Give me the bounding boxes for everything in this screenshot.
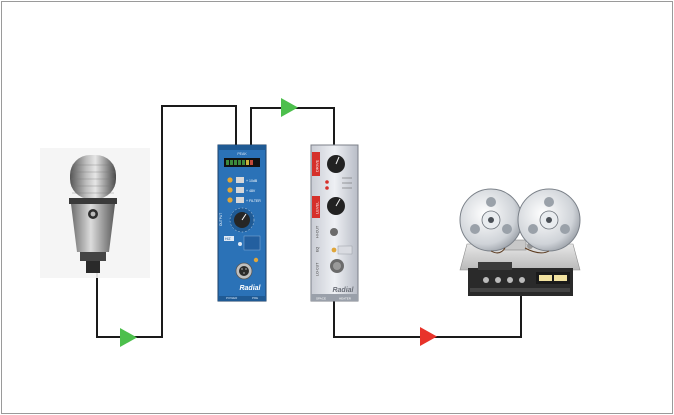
eq-section-locut: LO-CUT [316, 262, 320, 276]
preamp-button-label-1: + 10dB [246, 179, 258, 183]
wire-eq-to-tape [333, 296, 522, 338]
preamp-meter-label: PEAK [237, 152, 247, 156]
eq-section-level: LEVEL [315, 201, 320, 214]
signal-arrow-preamp-to-eq [281, 98, 298, 117]
wire-preamp-to-eq [250, 107, 335, 148]
signal-arrow-mic-to-preamp [120, 328, 137, 347]
left-reel [459, 188, 523, 252]
eq-brand: Radial [332, 287, 354, 294]
preamp-brand: Radial [239, 285, 261, 292]
signal-wires [96, 105, 522, 338]
eq-section-eq: EQ [316, 247, 320, 252]
signal-arrow-eq-to-tape [420, 327, 437, 346]
eq-section-hicut: HI-CUT [316, 225, 320, 238]
preamp-footer-right: PRE [252, 296, 258, 300]
preamp-buttons: + 10dB + 48V + FILTER [227, 177, 261, 203]
radial-preamp-module-icon: PEAK + 10dB + 48V + FILTER OUTPUT HIZ [217, 144, 267, 302]
eq-section-drive: DRIVE [315, 159, 320, 172]
reel-to-reel-tape-recorder-icon [459, 188, 581, 296]
preamp-button-label-3: + FILTER [246, 199, 261, 203]
wire-mic-to-preamp [96, 105, 237, 338]
ribbon-microphone-icon [40, 148, 150, 278]
preamp-button-label-2: + 48V [246, 189, 256, 193]
preamp-hiz-label: HIZ [225, 237, 232, 241]
preamp-drive-label: OUTPUT [219, 213, 223, 226]
right-reel [517, 188, 581, 252]
radial-eq-module-icon: DRIVE LEVEL HI-CUT EQ LO-CUT Radial [310, 144, 359, 302]
preamp-footer-left: POWER [226, 296, 238, 300]
eq-footer-right: HEATER [339, 297, 352, 301]
eq-footer-left: SPACE [316, 297, 326, 301]
